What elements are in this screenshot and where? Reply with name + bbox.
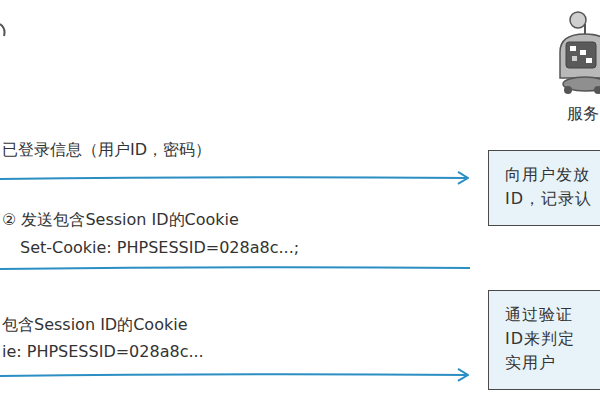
process-box: 向用户发放 ID，记录认 <box>488 150 600 226</box>
box-text: 向用户发放 ID，记录认 <box>505 163 600 211</box>
box-text: 通过验证 ID来判定 实用户 <box>505 303 600 375</box>
request-arrow <box>0 177 468 179</box>
server-robot <box>560 12 600 94</box>
server-label: 服务 <box>567 104 599 124</box>
message-label: 包含Session ID的Cookie <box>2 315 187 335</box>
process-box: 通过验证 ID来判定 实用户 <box>488 290 600 390</box>
message-label: ② 发送包含Session ID的Cookie <box>2 210 239 230</box>
message-label: 已登录信息（用户ID，密码） <box>2 140 211 160</box>
header-label: Set-Cookie: PHPSESSID=028a8c...; <box>20 238 299 258</box>
request-arrow <box>0 374 468 376</box>
response-arrow <box>0 267 470 269</box>
client-icon <box>0 24 5 36</box>
header-label: ie: PHPSESSID=028a8c... <box>2 342 204 362</box>
